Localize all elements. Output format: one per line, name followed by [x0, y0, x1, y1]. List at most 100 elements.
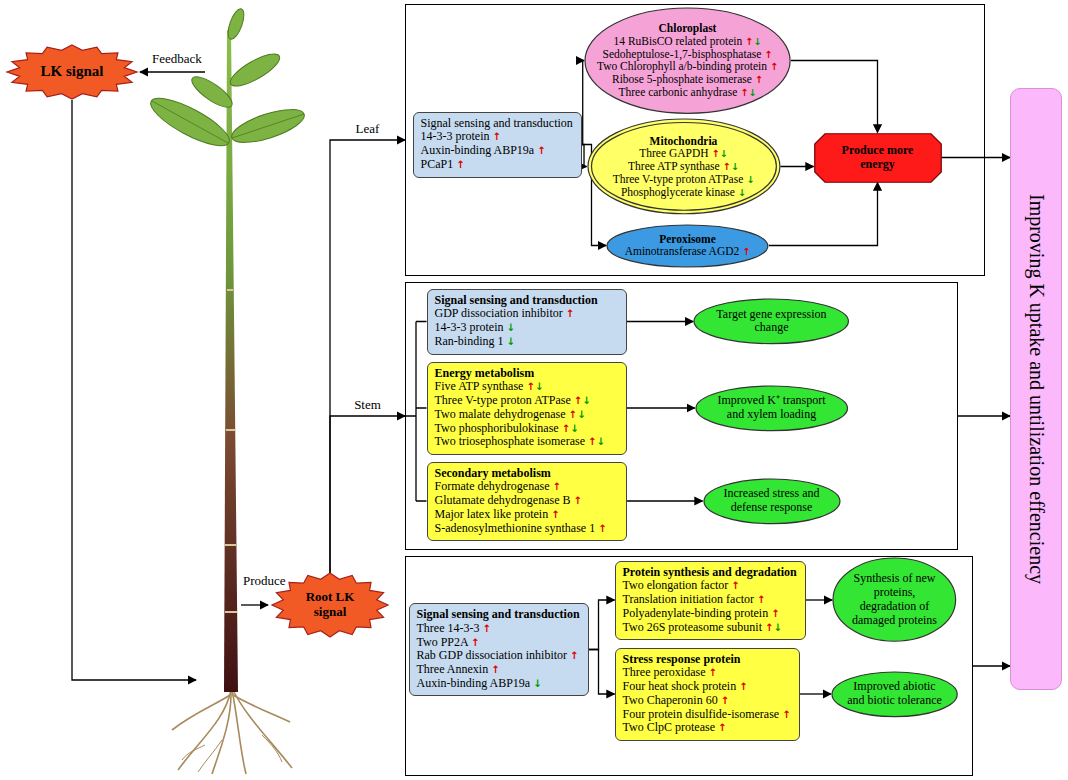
item-text: Four heat shock protein ↑ [623, 680, 791, 694]
response-box: Protein synthesis and degradationTwo elo… [615, 561, 806, 640]
root-line [172, 695, 230, 730]
leaf [225, 7, 247, 41]
connector-arrow [582, 145, 587, 167]
item-text: Three V-type proton ATPase ↑↓ [435, 394, 606, 408]
text-run: Two phosphoribulokinase [435, 421, 562, 435]
signal-box: Signal sensing and transductionGDP disso… [427, 289, 627, 355]
heading-text: Stress response protein [623, 653, 791, 667]
text-run: Root LK signal [306, 589, 355, 619]
text-block: Synthesis of new proteins, degradation o… [848, 572, 940, 627]
text-run: Two 26S proteasome subunit [623, 620, 765, 634]
text-block: Signal sensing and transductionThree 14-… [417, 608, 580, 691]
increase-arrow: ↑ [708, 667, 717, 678]
text-run: Sedoheptulose-1,7-bisphosphatase [603, 48, 765, 60]
text-run: Three 14-3-3 [417, 621, 483, 635]
node-text: Target gene expression change [706, 308, 836, 336]
text-run: Energy metabolism [435, 366, 535, 380]
text-run: Target gene expression change [716, 307, 826, 335]
increase-arrow: ↑ [552, 481, 561, 492]
increase-arrow: ↑ [569, 409, 578, 420]
text-run: Improving K uptake and untilization effe… [1026, 194, 1048, 584]
item-text: Three peroxidase ↑ [623, 666, 791, 680]
increase-arrow: ↑ [491, 664, 500, 675]
node-text: Synthesis of new proteins, degradation o… [848, 572, 940, 627]
increase-arrow: ↑ [574, 395, 583, 406]
decrease-arrow: ↓ [753, 36, 761, 47]
octagon-outline [814, 133, 941, 182]
text-run: Improved K⁺ transport and xylem loading [717, 393, 825, 421]
text-run: Two PP2A [417, 635, 472, 649]
item-text: Three Annexin ↑ [417, 663, 580, 677]
item-text: S-adenosylmethionine synthase 1 ↑ [435, 522, 607, 536]
edge-label: Leaf [354, 122, 382, 137]
node-text: Improved K⁺ transport and xylem loading [711, 394, 831, 422]
text-run: Translation initiation factor [623, 592, 758, 606]
connector-arrow [627, 321, 694, 322]
signal-box: Signal sensing and transduction14-3-3 pr… [413, 112, 582, 178]
text-block: Signal sensing and transduction14-3-3 pr… [421, 117, 573, 172]
connector-arrow [589, 600, 615, 650]
connector-arrow [330, 140, 405, 573]
item-text: Five ATP synthase ↑↓ [435, 380, 606, 394]
text-run: Stress response protein [623, 652, 741, 666]
connector-arrow [942, 157, 1011, 158]
increase-arrow: ↑ [711, 148, 719, 159]
ellipse-outline [832, 672, 957, 717]
starburst-outline [272, 573, 388, 637]
increase-arrow: ↑ [771, 608, 780, 619]
text-run: Three carbonic anhydrase [618, 86, 740, 98]
increase-arrow: ↑ [562, 423, 571, 434]
item-text: Two Chlorophyll a/b-binding protein ↑ [597, 60, 778, 73]
text-run: S-adenosylmethionine synthase 1 [435, 521, 599, 535]
leaf-midrib [152, 101, 228, 143]
item-text: Glutamate dehydrogenase B ↑ [435, 494, 607, 508]
connector-arrow [800, 693, 831, 694]
text-run: Increased stress and defense response [724, 486, 820, 514]
text-run: Three Annexin [417, 662, 492, 676]
text-run: GDP dissociation inhibitor [435, 306, 566, 320]
metabolism-box: Secondary metabolismFormate dehydrogenas… [427, 462, 627, 541]
node-text: Increased stress and defense response [714, 487, 829, 515]
ellipse-outline [588, 119, 780, 214]
increase-arrow: ↑ [551, 509, 560, 520]
annotation-label: Feedback [150, 52, 204, 67]
text-run: 14-3-3 protein [421, 129, 493, 143]
heading-text: Secondary metabolism [435, 467, 607, 481]
text-run: Three GAPDH [639, 147, 711, 159]
text-run: Aminotransferase AGD2 [625, 245, 743, 257]
text-block: PeroxisomeAminotransferase AGD2 ↑ [625, 233, 751, 258]
root-line [182, 745, 205, 760]
node-text: Produce more energy [832, 144, 924, 172]
item-text: Polyadenylate-binding protein ↑ [623, 607, 797, 621]
increase-arrow: ↑ [764, 49, 772, 60]
annotation-label: Produce [241, 574, 288, 589]
text-run: Secondary metabolism [435, 466, 551, 480]
item-text: 14-3-3 protein ↑ [421, 130, 573, 144]
text-block: LK signal [41, 63, 104, 80]
increase-arrow: ↑ [721, 695, 730, 706]
outcome-ellipse: Synthesis of new proteins, degradation o… [832, 557, 957, 642]
text-block: Improving K uptake and untilization effe… [1025, 194, 1048, 584]
ellipse-outline [833, 558, 956, 641]
text-run: Ribose 5-phosphate isomerase [612, 73, 755, 85]
text-run: Auxin-binding ABP19a [421, 143, 538, 157]
text-run: Rab GDP dissociation inhibitor [417, 648, 571, 662]
stem-joint [226, 429, 235, 431]
item-text: Three ATP synthase ↑↓ [613, 160, 755, 173]
heading-text: Chloroplast [597, 22, 778, 35]
item-text: Translation initiation factor ↑ [623, 593, 797, 607]
connector-arrow [791, 60, 877, 132]
connector-arrow [958, 415, 1010, 416]
item-text: Auxin-binding ABP19a ↓ [417, 677, 580, 691]
ellipse-inner-outline [591, 123, 776, 211]
text-block: Chloroplast14 RuBisCO related protein ↑↓… [597, 22, 778, 98]
connector-arrow [973, 665, 1010, 666]
item-text: Two elongation factor ↑ [623, 579, 797, 593]
text-run: Synthesis of new proteins, degradation o… [852, 571, 937, 626]
heading-text: Peroxisome [625, 233, 751, 246]
heading-text: Signal sensing and transduction [417, 608, 580, 622]
text-run: Improved abiotic and biotic tolerance [847, 679, 942, 707]
starburst-outline [7, 45, 137, 99]
organ-panel: Signal sensing and transductionThree 14-… [405, 556, 973, 776]
increase-arrow: ↑ [598, 523, 607, 534]
